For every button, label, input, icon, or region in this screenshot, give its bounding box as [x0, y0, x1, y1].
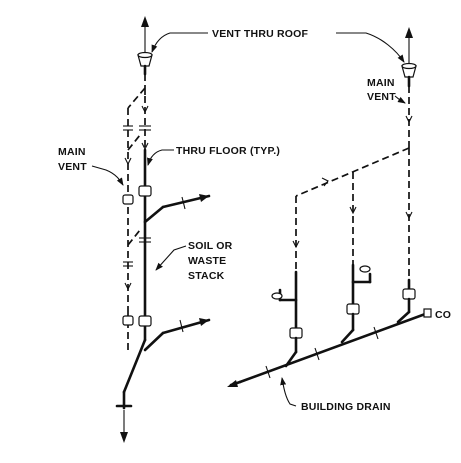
left-main-vent-pipe: [122, 74, 146, 350]
callout-main-vent-right: MAIN VENT: [367, 77, 406, 104]
callout-soil-waste-stack: SOIL OR WASTE STACK: [155, 240, 233, 282]
label-building-drain: BUILDING DRAIN: [301, 401, 391, 413]
label-thru-floor: THRU FLOOR (TYP.): [176, 145, 280, 157]
label-main-vent-left-line1: MAIN: [58, 146, 86, 158]
callout-cleanout: CO: [435, 309, 451, 321]
left-roof-vent-cap-icon: [137, 51, 153, 76]
label-cleanout: CO: [435, 309, 451, 321]
left-base-arrow-icon: [120, 410, 128, 443]
right-fixture-riser-2: [340, 263, 372, 344]
building-drain-pipe: [227, 308, 432, 387]
left-roof-arrow-icon: [141, 16, 149, 52]
right-system: [227, 27, 432, 387]
callout-building-drain: BUILDING DRAIN: [280, 377, 391, 413]
left-upper-branch: [143, 194, 211, 224]
left-system: [115, 16, 211, 443]
right-roof-arrow-icon: [405, 27, 413, 63]
label-main-vent-right-line2: VENT: [367, 91, 396, 103]
label-vent-thru-roof: VENT THRU ROOF: [212, 28, 309, 40]
label-main-vent-right-line1: MAIN: [367, 77, 395, 89]
right-fixture-riser-3: [396, 278, 416, 324]
label-soil-line3: STACK: [188, 270, 225, 282]
right-main-vent-pipe: [292, 86, 413, 280]
callout-thru-floor: THRU FLOOR (TYP.): [147, 145, 280, 166]
right-fixture-riser-1: [271, 270, 303, 368]
left-lower-branch: [143, 318, 211, 352]
right-roof-vent-cap-icon: [401, 62, 417, 88]
label-soil-line2: WASTE: [188, 255, 226, 267]
label-soil-line1: SOIL OR: [188, 240, 233, 252]
callout-main-vent-left: MAIN VENT: [58, 146, 124, 186]
label-main-vent-left-line2: VENT: [58, 161, 87, 173]
left-soil-waste-stack: [115, 88, 152, 410]
callout-vent-thru-roof: VENT THRU ROOF: [151, 28, 405, 63]
